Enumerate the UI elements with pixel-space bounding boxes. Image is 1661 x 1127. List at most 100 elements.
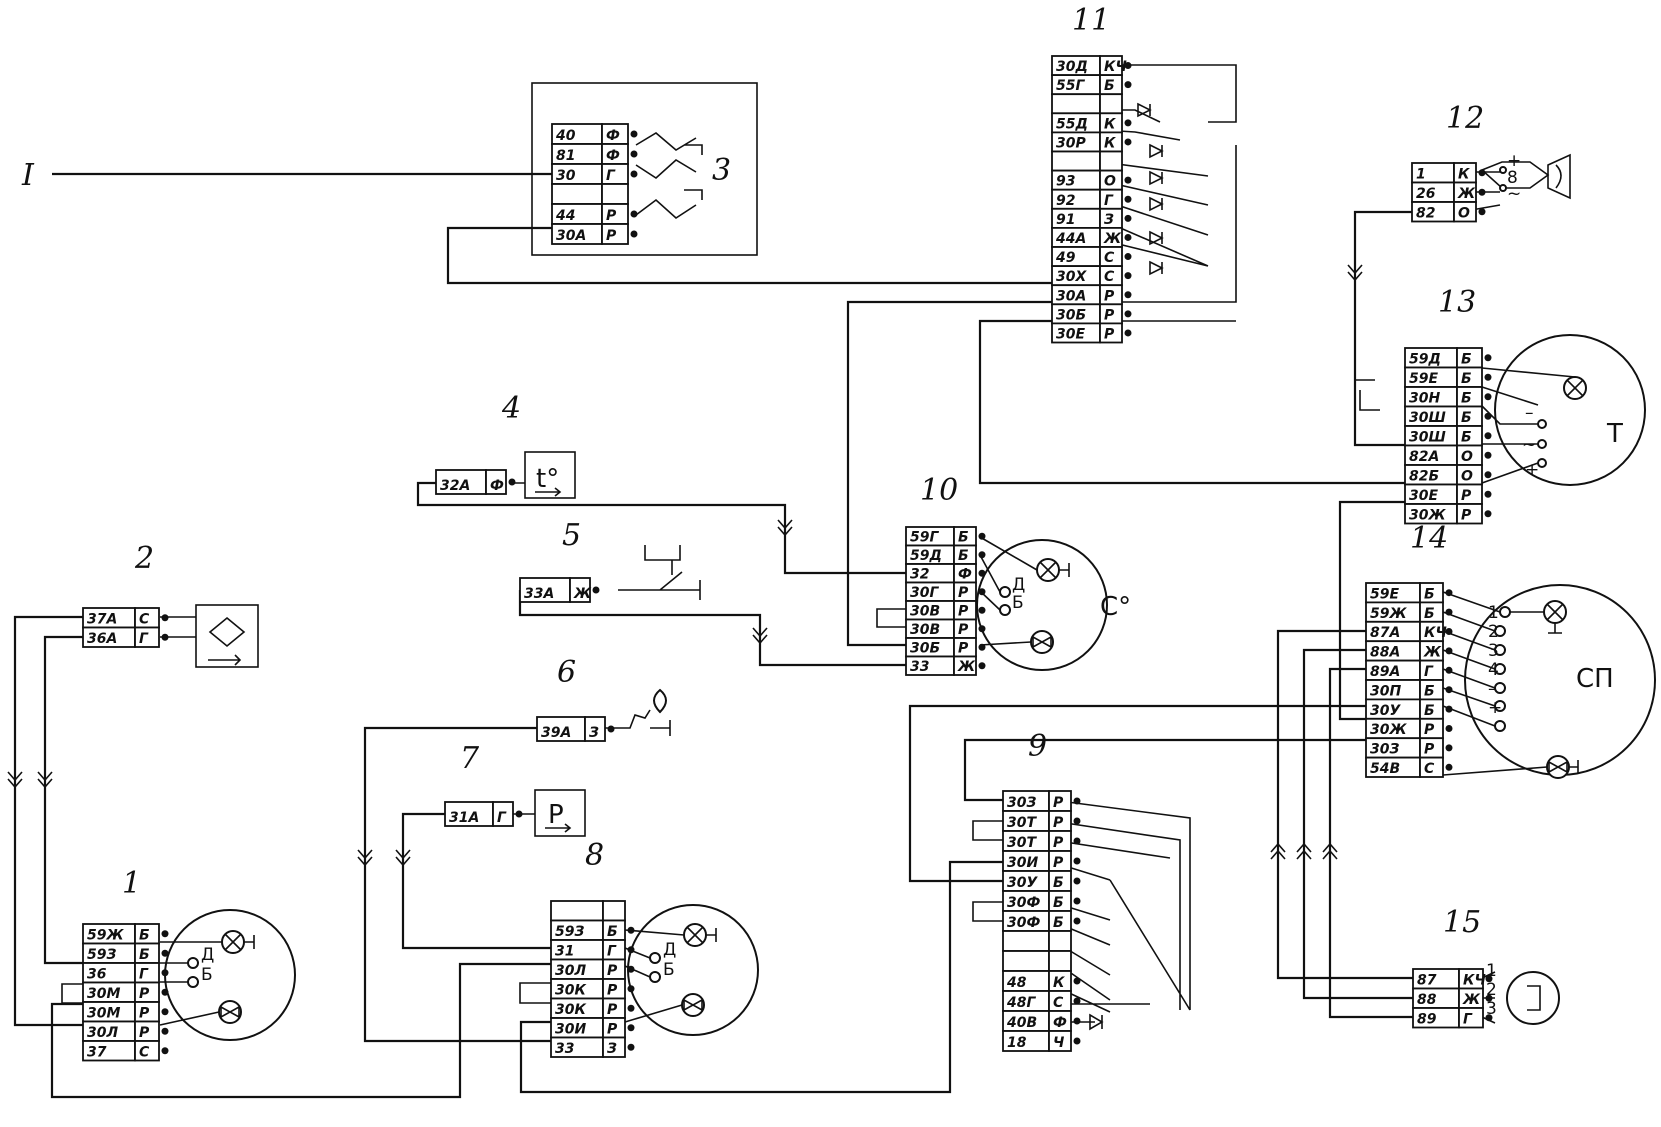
terminal-color-cell bbox=[953, 655, 977, 676]
terminal-color-cell bbox=[1048, 950, 1072, 972]
terminal-cell bbox=[1051, 93, 1101, 115]
unit-1-device bbox=[159, 909, 296, 1041]
unit-number-9: 9 bbox=[1028, 729, 1047, 764]
terminal-name: 88 bbox=[1417, 992, 1437, 1008]
terminal-color-cell bbox=[1458, 1007, 1484, 1029]
terminal-wire-color: Г bbox=[1463, 1012, 1473, 1028]
terminal-name: 59Д bbox=[910, 548, 942, 564]
unit-number-12: 12 bbox=[1446, 101, 1484, 136]
terminal-wire-color: Б bbox=[958, 530, 969, 546]
terminal-wire-color: Б bbox=[139, 928, 150, 944]
terminal-wire-color: С bbox=[1053, 995, 1064, 1011]
terminal-name: 82А bbox=[1409, 449, 1439, 465]
unit-2-device bbox=[160, 604, 259, 668]
unit-number-7: 7 bbox=[460, 741, 480, 776]
terminal-name: 30Е bbox=[1409, 488, 1438, 504]
terminal-wire-color: Р bbox=[1424, 742, 1435, 758]
terminal-dot bbox=[1124, 310, 1132, 318]
device-label: ~ bbox=[1507, 184, 1521, 204]
wire-11-30e-13 bbox=[978, 319, 1405, 485]
terminal-name: 30З bbox=[1370, 742, 1399, 758]
terminal-dot bbox=[978, 606, 986, 614]
unit-7-device bbox=[512, 789, 586, 837]
terminal-dot bbox=[627, 965, 635, 973]
terminal-dot bbox=[627, 1024, 635, 1032]
wire-2-36a-1 bbox=[43, 635, 83, 965]
device-label: Д bbox=[201, 945, 214, 965]
terminal-name: 30Б bbox=[1056, 307, 1086, 323]
terminal-wire-color: Г bbox=[1104, 193, 1114, 209]
terminal-name: 33 bbox=[555, 1041, 574, 1057]
wire-9-30t-loop bbox=[972, 820, 1003, 841]
terminal-dot bbox=[1484, 451, 1492, 459]
terminal-dot bbox=[1484, 412, 1492, 420]
terminal-wire-color: Ч bbox=[1053, 1035, 1065, 1051]
device-label: 8 bbox=[1507, 168, 1518, 188]
terminal-dot bbox=[1478, 188, 1486, 196]
terminal-dot bbox=[508, 478, 516, 486]
unit-number-5: 5 bbox=[562, 518, 581, 553]
terminal-wire-color: Б bbox=[1424, 703, 1435, 719]
terminal-wire-color: Р bbox=[607, 983, 618, 999]
terminal-wire-color: Р bbox=[606, 228, 617, 244]
harness-markers bbox=[7, 264, 1363, 867]
unit-number-11: 11 bbox=[1072, 3, 1110, 38]
terminal-dot bbox=[627, 985, 635, 993]
terminal-wire-color: О bbox=[1461, 469, 1473, 485]
terminal-name: 44 bbox=[555, 208, 575, 224]
terminal-wire-color: З bbox=[607, 1041, 617, 1057]
terminal-wire-color: Г bbox=[607, 944, 617, 960]
terminal-wire-color: Ж bbox=[1462, 992, 1481, 1008]
terminal-name: 32 bbox=[910, 567, 929, 583]
terminal-dot bbox=[161, 633, 169, 641]
terminal-dot bbox=[1124, 119, 1132, 127]
terminal-wire-color: Р bbox=[606, 208, 617, 224]
terminal-wire-color: Р bbox=[958, 622, 969, 638]
terminal-wire-color: Р bbox=[1461, 488, 1472, 504]
terminal-dot bbox=[1073, 897, 1081, 905]
terminal-wire-color: Ж bbox=[1457, 186, 1476, 202]
terminal-dot bbox=[1073, 877, 1081, 885]
terminal-dot bbox=[1073, 977, 1081, 985]
terminal-name: 30Ш bbox=[1409, 430, 1446, 446]
terminal-cell bbox=[444, 801, 494, 827]
terminal-wire-color: Ф bbox=[606, 128, 620, 144]
terminal-dot bbox=[1445, 744, 1453, 752]
terminal-cell bbox=[1002, 950, 1050, 972]
terminal-wire-color: Б bbox=[1053, 875, 1064, 891]
terminal-cell bbox=[551, 183, 603, 205]
terminal-color-cell bbox=[134, 1040, 160, 1062]
terminal-name: 82 bbox=[1416, 206, 1435, 222]
terminal-dot bbox=[1445, 705, 1453, 713]
wire-9-30u-14 bbox=[908, 704, 1366, 883]
terminal-dot bbox=[978, 643, 986, 651]
terminal-dot bbox=[607, 725, 615, 733]
terminal-dot bbox=[1124, 253, 1132, 261]
terminal-dot bbox=[1124, 81, 1132, 89]
terminal-wire-color: Ф bbox=[606, 148, 620, 164]
wire-13-30zh-14 bbox=[1338, 500, 1405, 721]
terminal-dot bbox=[1445, 589, 1453, 597]
terminal-wire-color: Б bbox=[1104, 78, 1115, 94]
wire-1-30m-loop bbox=[61, 983, 83, 1004]
unit-number-8: 8 bbox=[585, 838, 604, 873]
unit-6-switch bbox=[605, 688, 671, 736]
terminal-dot bbox=[161, 1008, 169, 1016]
terminal-name: 31 bbox=[555, 944, 574, 960]
device-label: Д bbox=[1012, 575, 1025, 595]
terminal-name: 59З bbox=[87, 947, 116, 963]
terminal-dot bbox=[1124, 291, 1132, 299]
terminal-dot bbox=[1484, 510, 1492, 518]
terminal-wire-color: Р bbox=[958, 604, 969, 620]
terminal-wire-color: КЧ bbox=[1463, 973, 1486, 989]
wire-8-30k-loop bbox=[519, 982, 551, 1004]
terminal-name: 40 bbox=[555, 128, 576, 144]
terminal-name: 30К bbox=[555, 983, 586, 999]
device-label: 1 bbox=[1486, 961, 1497, 981]
terminal-dot bbox=[1445, 763, 1453, 771]
terminal-dot bbox=[1124, 62, 1132, 70]
terminal-dot bbox=[1124, 195, 1132, 203]
